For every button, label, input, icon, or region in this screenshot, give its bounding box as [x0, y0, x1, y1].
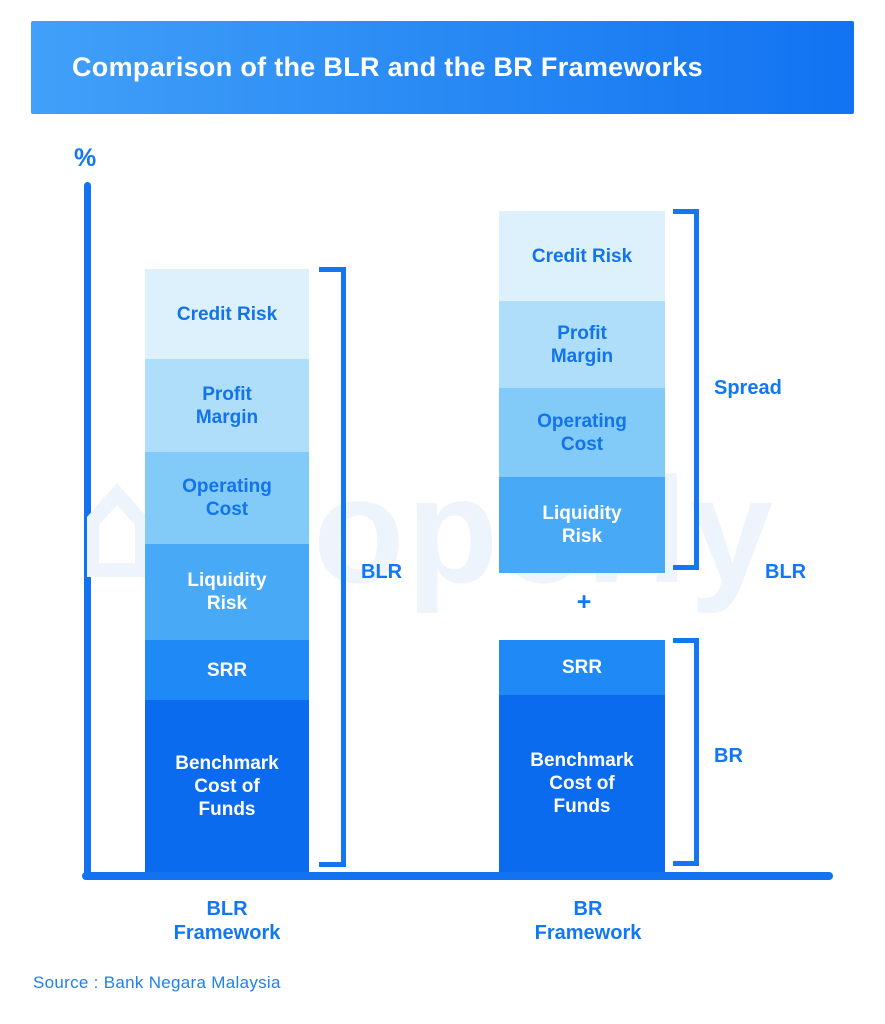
spread-bracket [673, 209, 699, 570]
y-axis-unit-label: % [74, 144, 97, 172]
page-title: Comparison of the BLR and the BR Framewo… [72, 52, 703, 82]
segment-label: Credit Risk [531, 245, 633, 267]
br-segment-operating-cost: Operating Cost [499, 388, 665, 477]
br-segment-benchmark-cost-of-funds: Benchmark Cost of Funds [499, 695, 665, 872]
blr-framework-bar: Credit Risk Profit Margin Operating Cost… [145, 269, 309, 872]
segment-label: Benchmark Cost of Funds [530, 750, 634, 817]
blr-annotation-right: BLR [765, 561, 807, 583]
br-framework-spread-group: Credit Risk Profit Margin Operating Cost… [499, 211, 665, 573]
blr-segment-credit-risk: Credit Risk [145, 269, 309, 359]
br-segment-liquidity-risk: Liquidity Risk [499, 477, 665, 573]
title-banner: Comparison of the BLR and the BR Framewo… [31, 21, 854, 114]
blr-segment-profit-margin: Profit Margin [145, 359, 309, 452]
segment-label: SRR [206, 659, 248, 681]
blr-framework-axis-label: BLR Framework [173, 898, 281, 944]
br-bracket [673, 638, 699, 866]
plus-sign: + [576, 588, 592, 616]
segment-label: Credit Risk [176, 303, 278, 325]
br-segment-profit-margin: Profit Margin [499, 301, 665, 388]
x-axis-line [82, 872, 833, 880]
blr-segment-liquidity-risk: Liquidity Risk [145, 544, 309, 640]
br-framework-br-group: SRR Benchmark Cost of Funds [499, 640, 665, 872]
segment-label: Liquidity Risk [542, 503, 622, 547]
segment-label: SRR [561, 657, 603, 678]
blr-bracket [319, 267, 346, 867]
blr-segment-operating-cost: Operating Cost [145, 452, 309, 544]
blr-segment-srr: SRR [145, 640, 309, 700]
br-annotation: BR [714, 745, 743, 767]
blr-annotation-left: BLR [361, 561, 403, 583]
segment-label: Benchmark Cost of Funds [175, 752, 279, 820]
segment-label: Liquidity Risk [187, 570, 267, 614]
br-segment-srr: SRR [499, 640, 665, 695]
br-segment-credit-risk: Credit Risk [499, 211, 665, 301]
blr-segment-benchmark-cost-of-funds: Benchmark Cost of Funds [145, 700, 309, 872]
segment-label: Operating Cost [182, 476, 272, 520]
house-icon [87, 483, 147, 577]
spread-annotation: Spread [714, 377, 782, 399]
segment-label: Operating Cost [537, 410, 627, 455]
source-text: Source : Bank Negara Malaysia [33, 973, 281, 992]
segment-label: Profit Margin [550, 322, 614, 367]
segment-label: Profit Margin [195, 383, 259, 428]
br-framework-axis-label: BR Framework [534, 898, 642, 944]
